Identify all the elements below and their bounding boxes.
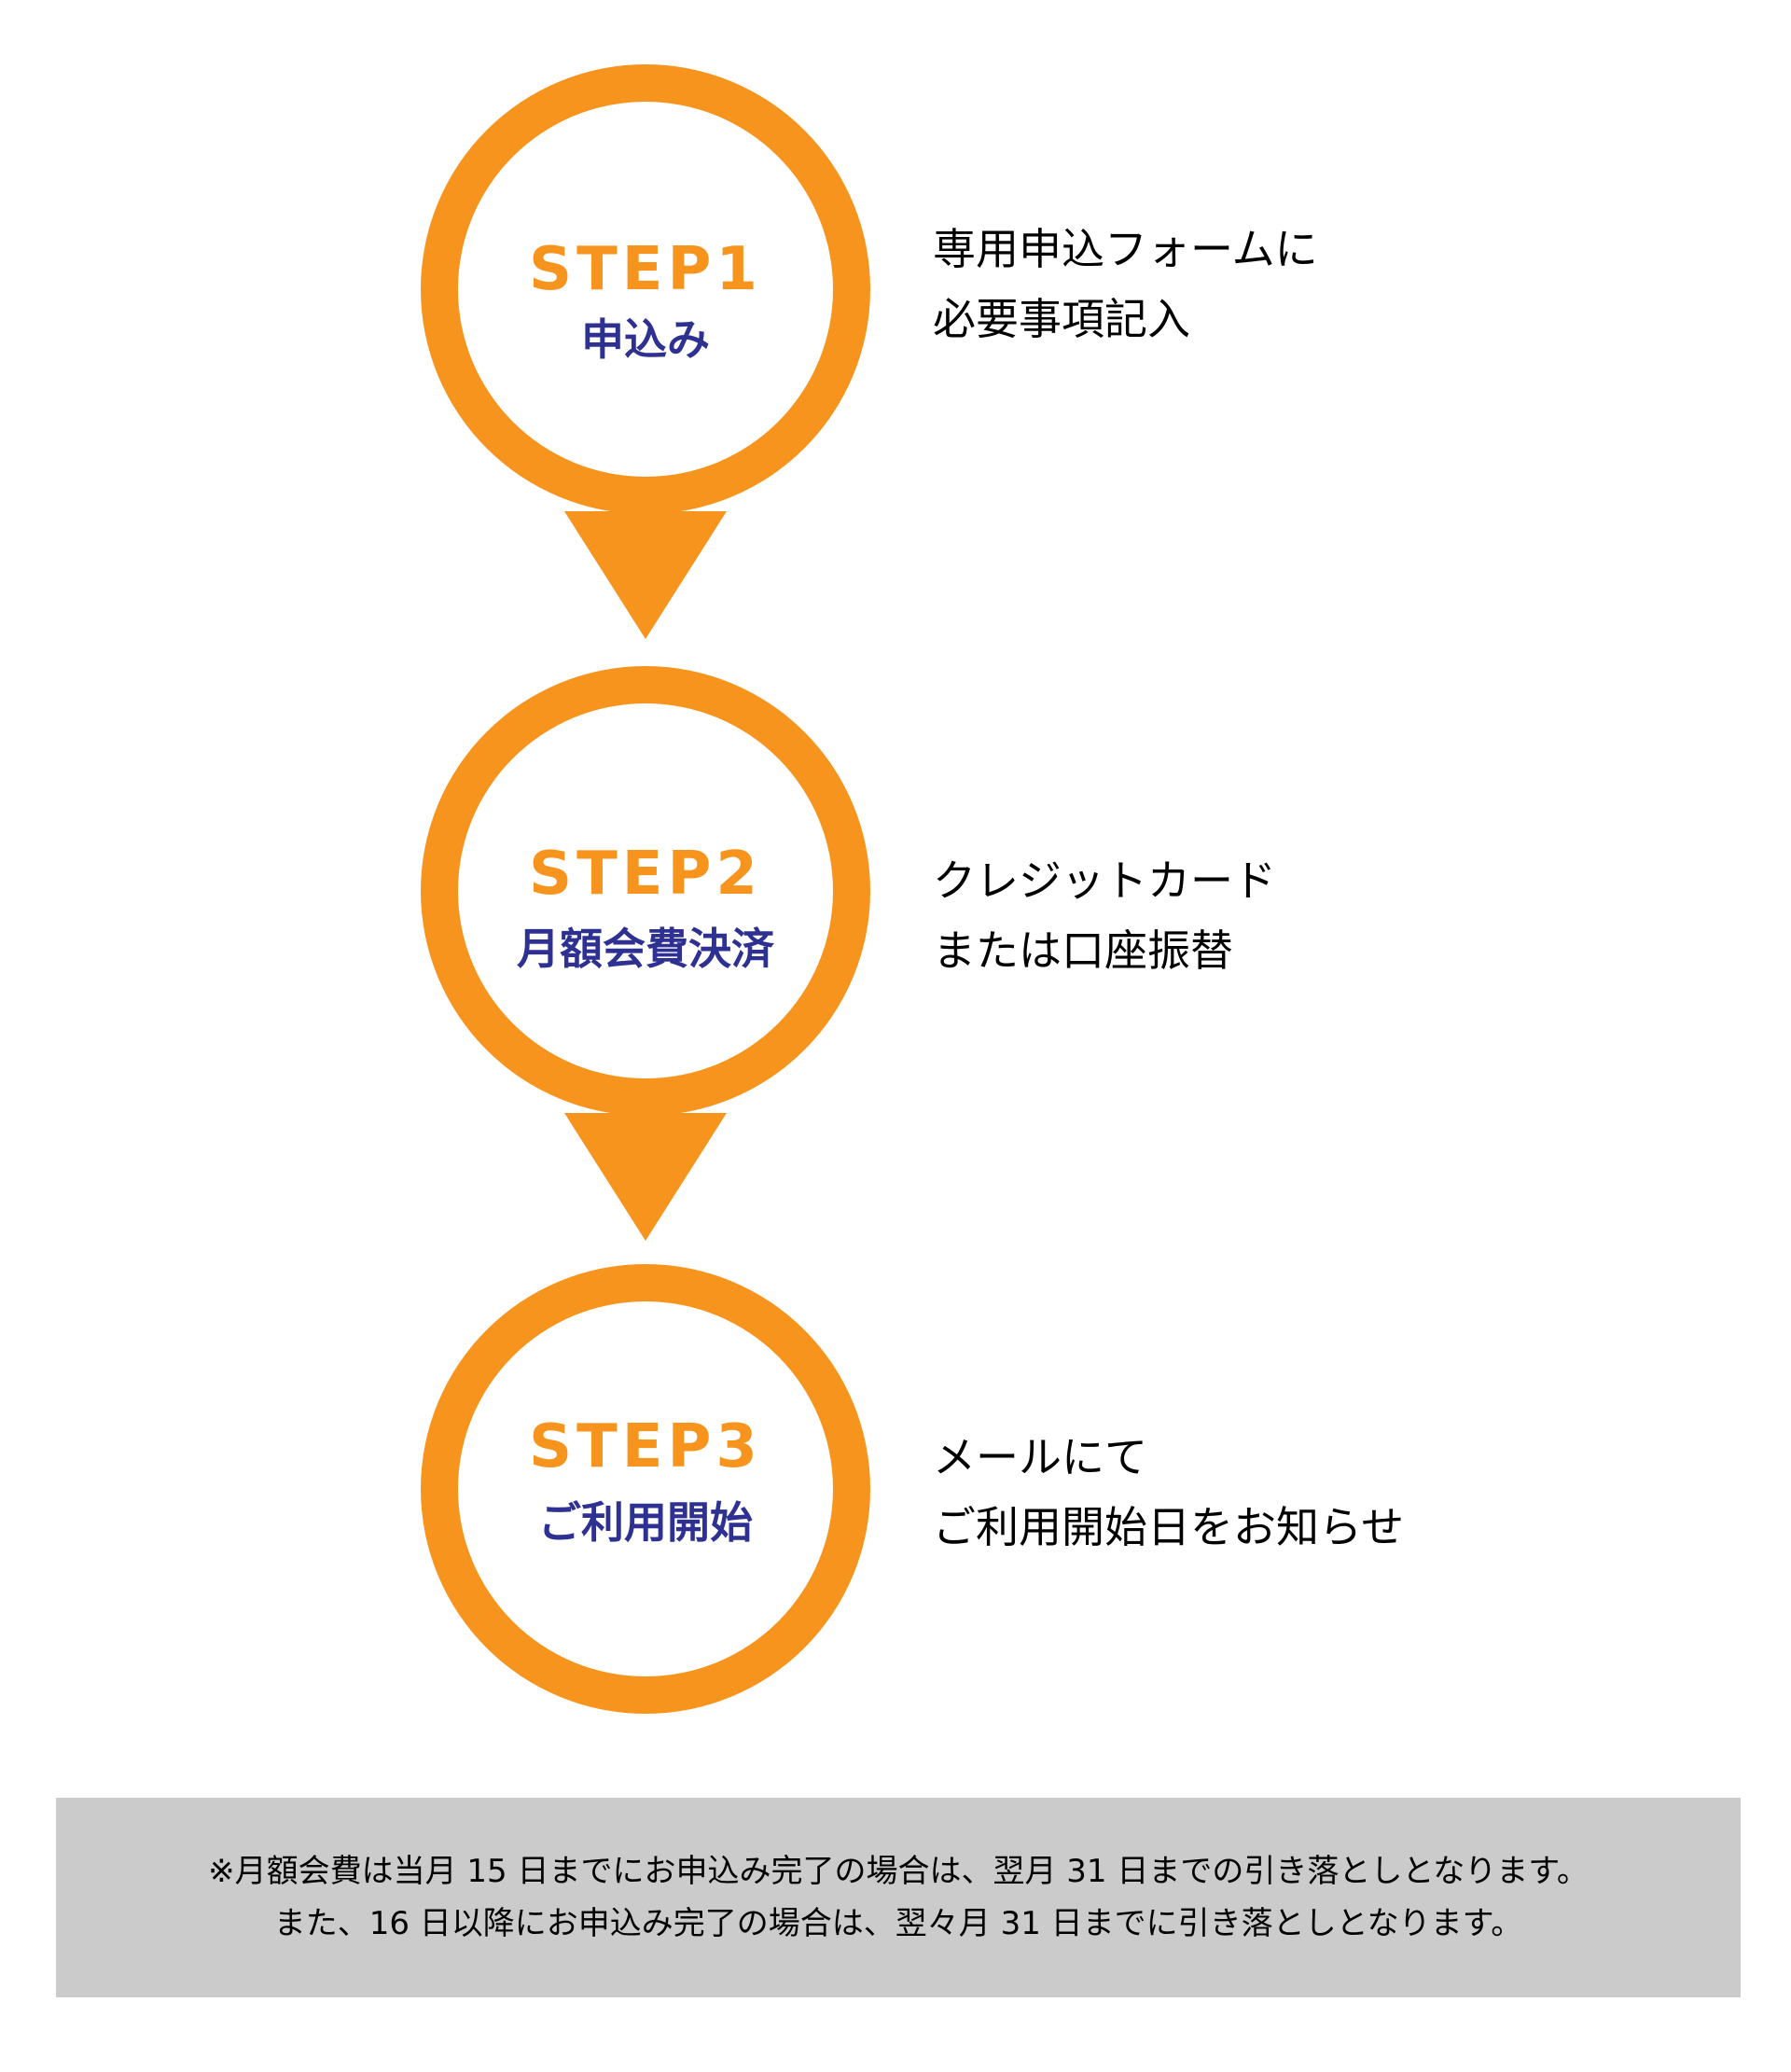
step-1: STEP1 申込み 専用申込フォームに 必要事項記入 <box>421 64 1318 639</box>
step-1-title: STEP1 <box>529 235 762 304</box>
step-3-description-line-1: メールにて <box>933 1432 1147 1482</box>
step-3-title: STEP3 <box>529 1412 762 1481</box>
step-1-label: 申込み <box>581 314 710 365</box>
step-3-description-line-2: ご利用開始日をお知らせ <box>933 1502 1404 1552</box>
step-2: STEP2 月額会費決済 クレジットカード または口座振替 <box>421 666 1276 1241</box>
step-2-title: STEP2 <box>529 840 762 909</box>
step-3: STEP3 ご利用開始 メールにて ご利用開始日をお知らせ <box>421 1264 1404 1714</box>
step-2-inner-circle <box>458 703 833 1078</box>
step-flow-diagram: STEP1 申込み 専用申込フォームに 必要事項記入 STEP2 月額会費決済 … <box>421 64 1404 1714</box>
payment-note-line-1: ※月額会費は当月 15 日までにお申込み完了の場合は、翌月 31 日までの引き落… <box>208 1853 1589 1890</box>
step-2-pointer <box>564 1113 727 1241</box>
payment-note-line-2: また、16 日以降にお申込み完了の場合は、翌々月 31 日までに引き落としとなり… <box>273 1905 1523 1942</box>
step-1-description-line-2: 必要事項記入 <box>933 294 1190 344</box>
step-2-label: 月額会費決済 <box>517 924 775 974</box>
step-3-label: ご利用開始 <box>538 1497 753 1548</box>
payment-note-box: ※月額会費は当月 15 日までにお申込み完了の場合は、翌月 31 日までの引き落… <box>56 1798 1741 1997</box>
step-1-pointer <box>564 511 727 639</box>
step-2-description-line-1: クレジットカード <box>933 855 1276 906</box>
step-3-inner-circle <box>458 1301 833 1676</box>
step-1-inner-circle <box>458 102 833 477</box>
step-1-description-line-1: 専用申込フォームに <box>933 224 1318 274</box>
step-2-description-line-2: または口座振替 <box>933 925 1233 976</box>
